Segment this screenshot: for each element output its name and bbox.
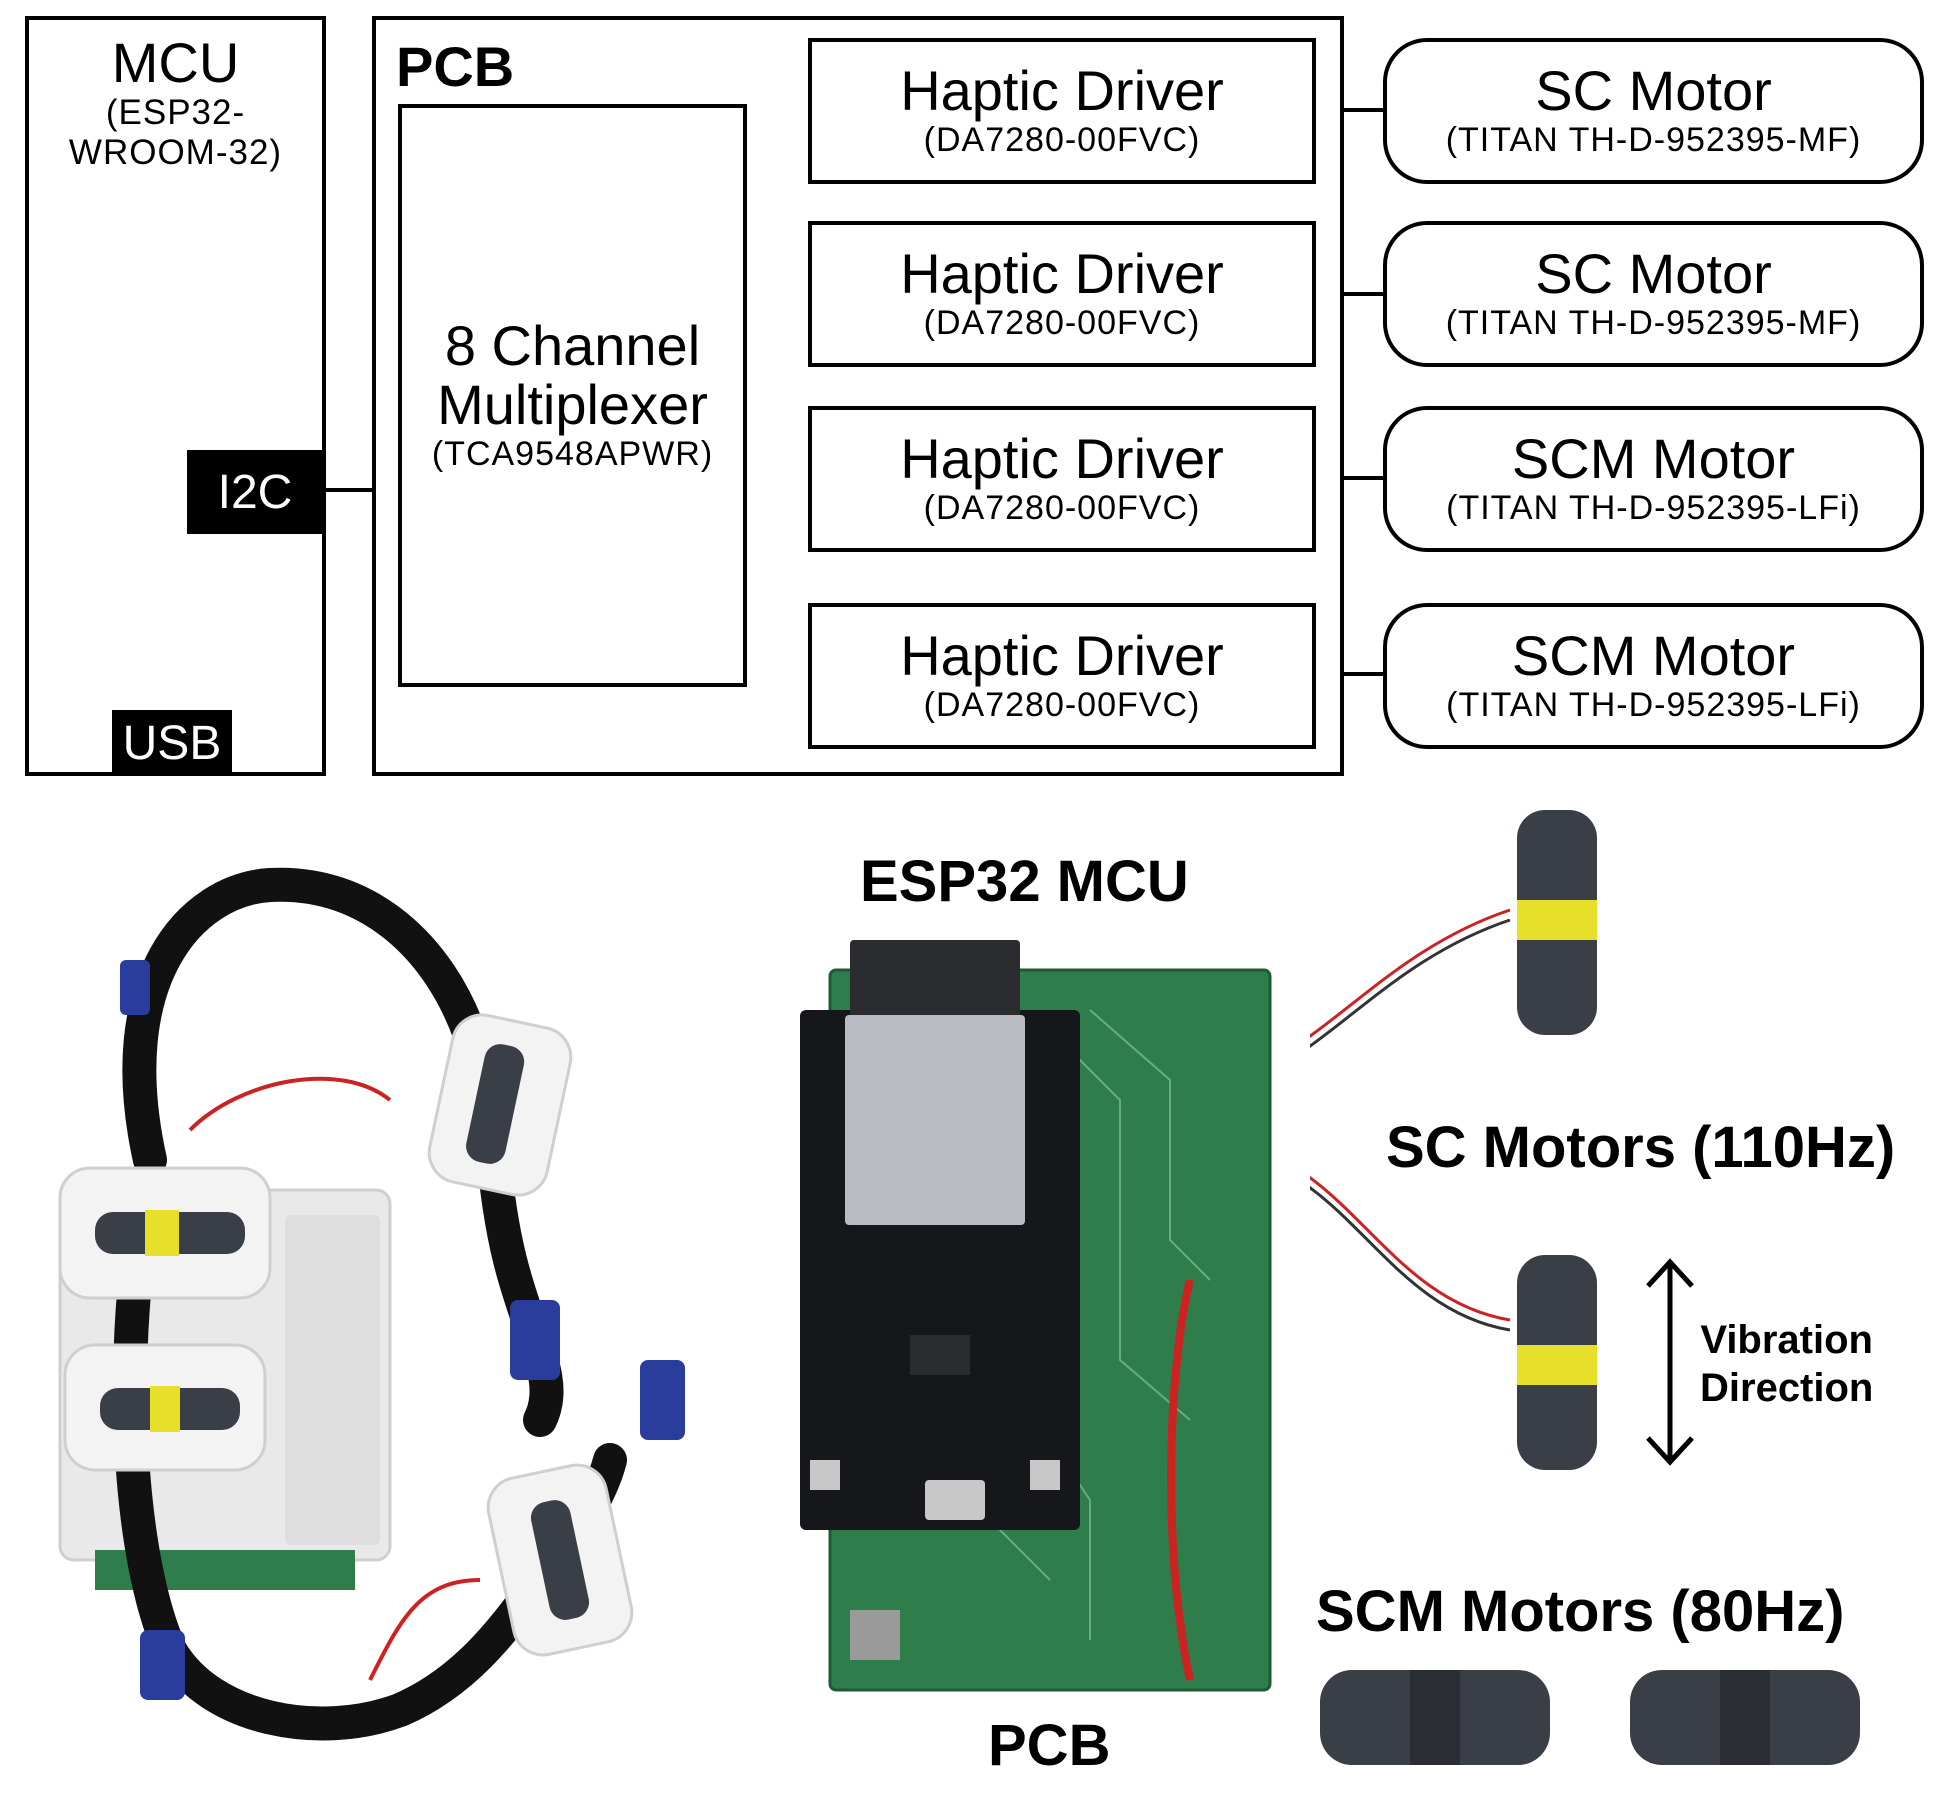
motor-title: SC Motor [1535, 242, 1772, 306]
sc-motor-2 [1517, 1255, 1597, 1470]
motor-part: (TITAN TH-D-952395-MF) [1445, 120, 1862, 159]
motor-block-1: SC Motor (TITAN TH-D-952395-MF) [1383, 38, 1924, 184]
antenna-module [850, 940, 1020, 1020]
motor-title: SC Motor [1535, 59, 1772, 123]
scm-motor-2 [1630, 1670, 1860, 1765]
sc-motors-label: SC Motors (110Hz) [1386, 1115, 1896, 1180]
power-switch [850, 1610, 900, 1660]
sc-motor-1 [1517, 810, 1597, 1035]
haptic-driver-part: (DA7280-00FVC) [923, 303, 1201, 342]
vibration-direction-arrow-icon [1646, 1258, 1694, 1466]
scm-motor-1 [1320, 1670, 1550, 1765]
pcb-title: PCB [396, 35, 515, 98]
haptic-driver-part: (DA7280-00FVC) [923, 120, 1201, 159]
motor-part: (TITAN TH-D-952395-MF) [1445, 303, 1862, 342]
haptic-driver-2: Haptic Driver (DA7280-00FVC) [808, 221, 1316, 367]
haptic-driver-1: Haptic Driver (DA7280-00FVC) [808, 38, 1316, 184]
motor-block-3: SCM Motor (TITAN TH-D-952395-LFi) [1383, 406, 1924, 552]
vibration-direction-label: Vibration Direction [1700, 1318, 1874, 1410]
strap-top [122, 867, 564, 1437]
haptic-driver-title: Haptic Driver [900, 624, 1224, 688]
motors-photo [1310, 810, 1860, 1765]
haptic-driver-part: (DA7280-00FVC) [923, 488, 1201, 527]
haptic-driver-4: Haptic Driver (DA7280-00FVC) [808, 603, 1316, 749]
battery-cover [285, 1215, 380, 1545]
wearable-harness-photo [58, 867, 685, 1741]
micro-usb-port [925, 1480, 985, 1520]
multiplexer-block: 8 Channel Multiplexer (TCA9548APWR) [398, 104, 747, 687]
motor-block-4: SCM Motor (TITAN TH-D-952395-LFi) [1383, 603, 1924, 749]
motor-title: SCM Motor [1511, 427, 1796, 491]
clip-2 [510, 1300, 560, 1380]
clip-4 [140, 1630, 185, 1700]
motor-title: SCM Motor [1511, 624, 1796, 688]
haptic-driver-title: Haptic Driver [900, 242, 1224, 306]
esp32-pcb-photo [800, 940, 1272, 1692]
haptic-driver-title: Haptic Driver [900, 427, 1224, 491]
motor-block-2: SC Motor (TITAN TH-D-952395-MF) [1383, 221, 1924, 367]
scm-motors-label: SCM Motors (80Hz) [1316, 1579, 1845, 1644]
mcu-title: MCU [111, 31, 240, 94]
clip-3 [640, 1360, 685, 1440]
haptic-driver-title: Haptic Driver [900, 59, 1224, 123]
mcu-block: MCU (ESP32- WROOM-32) [25, 16, 326, 776]
multiplexer-title: 8 Channel Multiplexer [437, 314, 708, 436]
esp32-mcu-label: ESP32 MCU [860, 849, 1189, 914]
mcu-subtitle: (ESP32- WROOM-32) [68, 92, 283, 173]
haptic-driver-part: (DA7280-00FVC) [923, 685, 1201, 724]
motor-part: (TITAN TH-D-952395-LFi) [1446, 488, 1861, 527]
haptic-driver-3: Haptic Driver (DA7280-00FVC) [808, 406, 1316, 552]
i2c-port: I2C [187, 450, 323, 534]
motor-part: (TITAN TH-D-952395-LFi) [1446, 685, 1861, 724]
clip-1 [120, 960, 150, 1015]
multiplexer-part: (TCA9548APWR) [431, 434, 714, 473]
red-wire [1167, 1279, 1194, 1681]
esp32-shield [845, 1015, 1025, 1225]
pcb-photo-label: PCB [988, 1713, 1111, 1778]
usb-port: USB [112, 710, 232, 776]
